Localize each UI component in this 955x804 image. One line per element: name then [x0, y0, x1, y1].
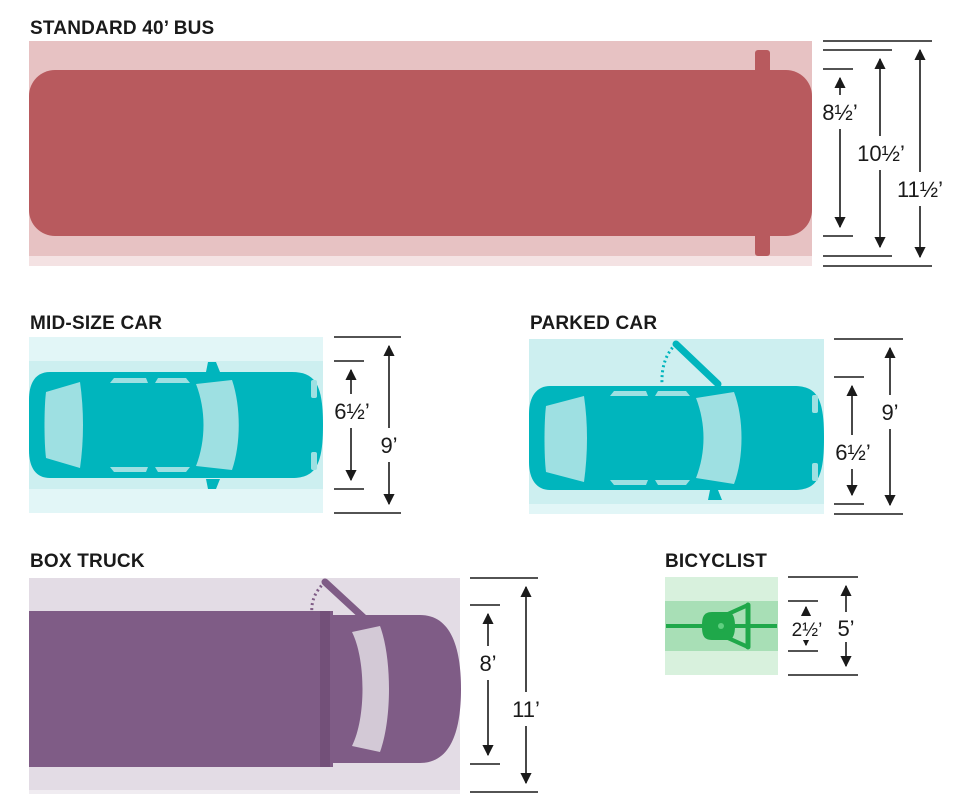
box-truck-section: BOX TRUCK 8’ 11’ — [29, 551, 542, 794]
midsize-car-headlight-top — [311, 380, 317, 398]
parked-car-headlight-top — [812, 395, 818, 413]
bus-lane-edge — [29, 256, 812, 266]
parked-car-open-door — [672, 340, 722, 388]
midsize-car-title: MID-SIZE CAR — [30, 313, 162, 334]
parked-car-dim-lane-label: 9’ — [881, 400, 898, 425]
midsize-car-windshield — [196, 380, 239, 470]
bicyclist-dim-rider-label: 2½’ — [792, 620, 823, 641]
box-truck-dim-lane-label: 11’ — [512, 697, 540, 722]
parked-car-dimension-lane: 9’ — [834, 338, 903, 515]
midsize-car-body — [29, 372, 323, 478]
parked-car-side-window-rear-top — [610, 391, 648, 396]
bicyclist-section: BICYCLIST 2½’ 5’ — [665, 551, 858, 676]
midsize-car-dim-lane-label: 9’ — [380, 433, 397, 458]
parked-car-door-swing — [660, 342, 678, 385]
box-truck-cargo-box — [29, 611, 333, 767]
parked-car-side-window-front-bottom — [655, 480, 690, 485]
bicyclist-dim-lane-label: 5’ — [837, 616, 854, 641]
parked-car-vehicle — [529, 340, 824, 500]
bus-section: STANDARD 40’ BUS 8½’ 10½’ 11½’ — [29, 18, 945, 267]
parked-car-dim-vehicle-label: 6½’ — [835, 440, 870, 465]
bicyclist-rider — [666, 602, 777, 650]
parked-car-section: PARKED CAR 6½’ — [529, 313, 903, 515]
bus-body — [29, 70, 812, 236]
midsize-car-section: MID-SIZE CAR 6½’ — [29, 313, 401, 514]
midsize-car-dimension-vehicle: 6½’ — [333, 360, 371, 490]
bicyclist-dimension-rider: 2½’ — [788, 600, 825, 652]
parked-car-side-window-rear-bottom — [610, 480, 648, 485]
parked-car-windshield — [696, 392, 742, 484]
midsize-car-dim-vehicle-label: 6½’ — [334, 399, 369, 424]
midsize-car-side-window-rear-top — [110, 378, 148, 383]
bus-title: STANDARD 40’ BUS — [30, 18, 214, 39]
parked-car-side-window-front-top — [655, 391, 690, 396]
parked-car-title: PARKED CAR — [530, 313, 657, 334]
box-truck-open-door — [321, 578, 368, 622]
bus-dimension-vehicle: 8½’ — [822, 68, 858, 237]
parked-car-rear-window — [544, 396, 587, 482]
bus-dim-lane-label: 11½’ — [897, 177, 943, 202]
parked-car-headlight-bottom — [812, 463, 818, 481]
midsize-car-mirror-top — [206, 362, 220, 372]
parked-car-mirror-bottom — [708, 490, 722, 500]
bicyclist-title: BICYCLIST — [665, 551, 767, 572]
midsize-car-side-window-rear-bottom — [110, 467, 148, 472]
parked-car-dimension-vehicle: 6½’ — [834, 376, 872, 505]
box-truck-title: BOX TRUCK — [30, 551, 145, 572]
box-truck-dimension-vehicle: 8’ — [470, 604, 500, 765]
box-truck-cab — [330, 615, 461, 763]
midsize-car-dimension-lane: 9’ — [334, 336, 401, 514]
bus-dimension-mirrors: 10½’ — [823, 49, 905, 257]
parked-car-body — [529, 386, 824, 490]
midsize-car-side-window-front-bottom — [155, 467, 190, 472]
bus-dim-vehicle-label: 8½’ — [822, 100, 857, 125]
box-truck-dimension-lane: 11’ — [470, 577, 542, 793]
parked-car-lane-edge — [529, 504, 824, 514]
midsize-car-headlight-bottom — [311, 452, 317, 470]
midsize-car-mirror-bottom — [206, 479, 220, 489]
box-truck-dim-vehicle-label: 8’ — [479, 651, 496, 676]
bus-dim-mirrors-label: 10½’ — [857, 141, 905, 166]
box-truck-lane-edge — [29, 790, 460, 794]
bicyclist-helmet-top — [718, 623, 724, 629]
bicyclist-dimension-lane: 5’ — [788, 576, 858, 676]
bicyclist-arms — [726, 603, 750, 649]
box-truck-windshield — [352, 626, 389, 752]
bus-dimension-lane: 11½’ — [823, 40, 945, 267]
midsize-car-rear-window — [44, 382, 83, 468]
box-truck-box-edge — [320, 611, 330, 767]
midsize-car-side-window-front-top — [155, 378, 190, 383]
box-truck-vehicle — [29, 578, 461, 767]
midsize-car-vehicle — [29, 362, 323, 489]
